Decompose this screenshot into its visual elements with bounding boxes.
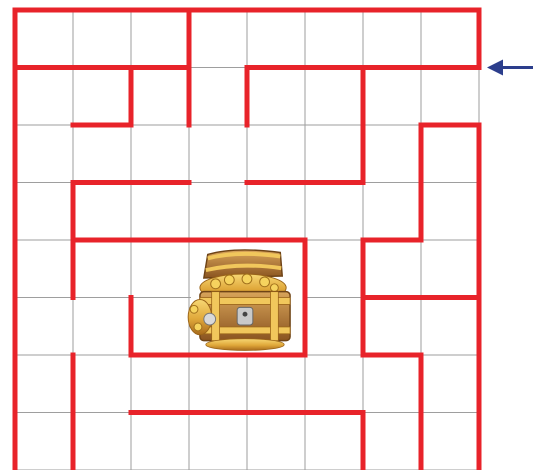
entrance-marker xyxy=(487,60,533,76)
left-arrow-icon xyxy=(487,60,533,76)
goal-cell xyxy=(188,242,303,353)
arrow-head xyxy=(487,60,503,76)
